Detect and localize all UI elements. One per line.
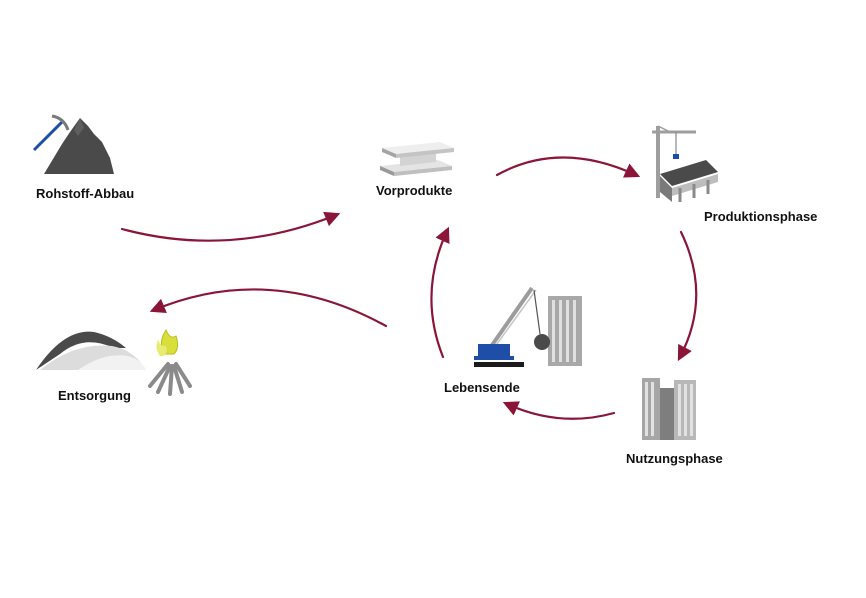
arrow-end-of-life-to-intermediate [430, 226, 450, 359]
arrow-intermediate-to-production [495, 156, 641, 178]
mountain-pickaxe-icon [32, 114, 114, 174]
arrow-production-to-use [677, 230, 698, 362]
stage-label-disposal: Entsorgung [58, 388, 131, 403]
arrow-extraction-to-intermediate [120, 211, 341, 242]
construction-crane-icon [652, 125, 718, 202]
stage-label-use: Nutzungsphase [626, 451, 723, 466]
waste-heap-fire-icon [36, 328, 192, 396]
stage-label-extraction: Rohstoff-Abbau [36, 186, 135, 201]
stage-label-end-of-life: Lebensende [444, 380, 520, 395]
stage-label-production: Produktionsphase [704, 209, 818, 224]
stage-label-intermediate: Vorprodukte [376, 183, 453, 198]
office-buildings-icon [642, 378, 696, 440]
demolition-crane-icon [474, 286, 582, 367]
steel-beam-icon [380, 142, 454, 176]
arrow-end-of-life-to-disposal [149, 288, 388, 328]
arrow-use-to-end-of-life [502, 401, 616, 420]
